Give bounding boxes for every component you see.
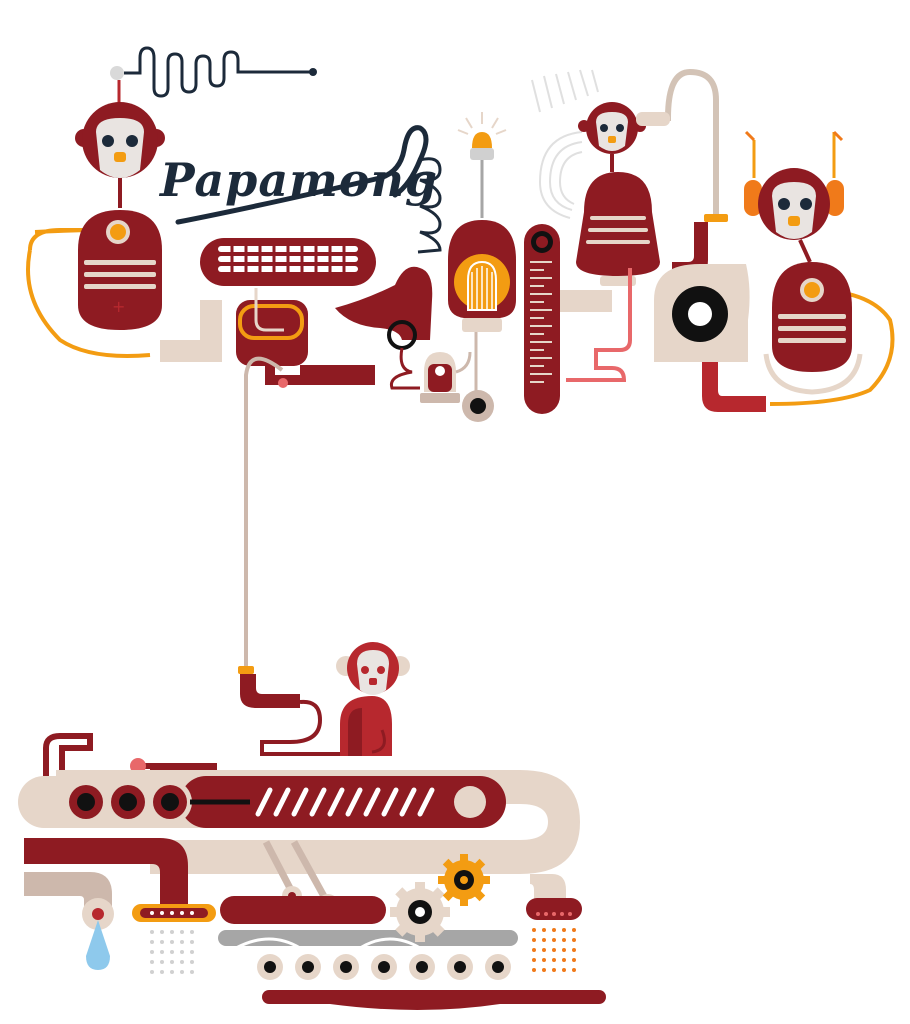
beacon-device xyxy=(420,352,460,403)
keyboard-icon xyxy=(200,238,376,286)
processor-unit xyxy=(236,288,375,388)
pipe xyxy=(636,68,728,276)
monkey-face-icon xyxy=(75,102,165,208)
pipe xyxy=(238,666,340,756)
microphone-icon xyxy=(560,172,660,382)
monkey-face-icon xyxy=(744,130,844,263)
light-bulb-icon xyxy=(448,112,516,422)
ruler-gauge xyxy=(524,224,560,414)
water-drop-icon xyxy=(86,920,110,970)
gear-icon xyxy=(438,854,490,906)
roller-track xyxy=(252,950,606,1010)
dispenser xyxy=(24,838,216,974)
conveyor-belt-icon xyxy=(18,770,580,874)
faucet xyxy=(24,872,114,970)
monkey-icon xyxy=(336,642,410,756)
monkey-face-icon xyxy=(531,69,646,219)
dispenser xyxy=(526,874,582,972)
gear-icon xyxy=(390,882,450,942)
brand-logo: Papamong xyxy=(158,125,442,254)
microphone-icon: + xyxy=(26,210,162,358)
svg-text:+: + xyxy=(112,297,125,316)
antenna-wave xyxy=(110,46,317,110)
microphone-icon xyxy=(763,262,895,406)
speaker-icon xyxy=(654,264,766,412)
machine-body xyxy=(218,896,521,959)
funnel xyxy=(335,266,433,390)
